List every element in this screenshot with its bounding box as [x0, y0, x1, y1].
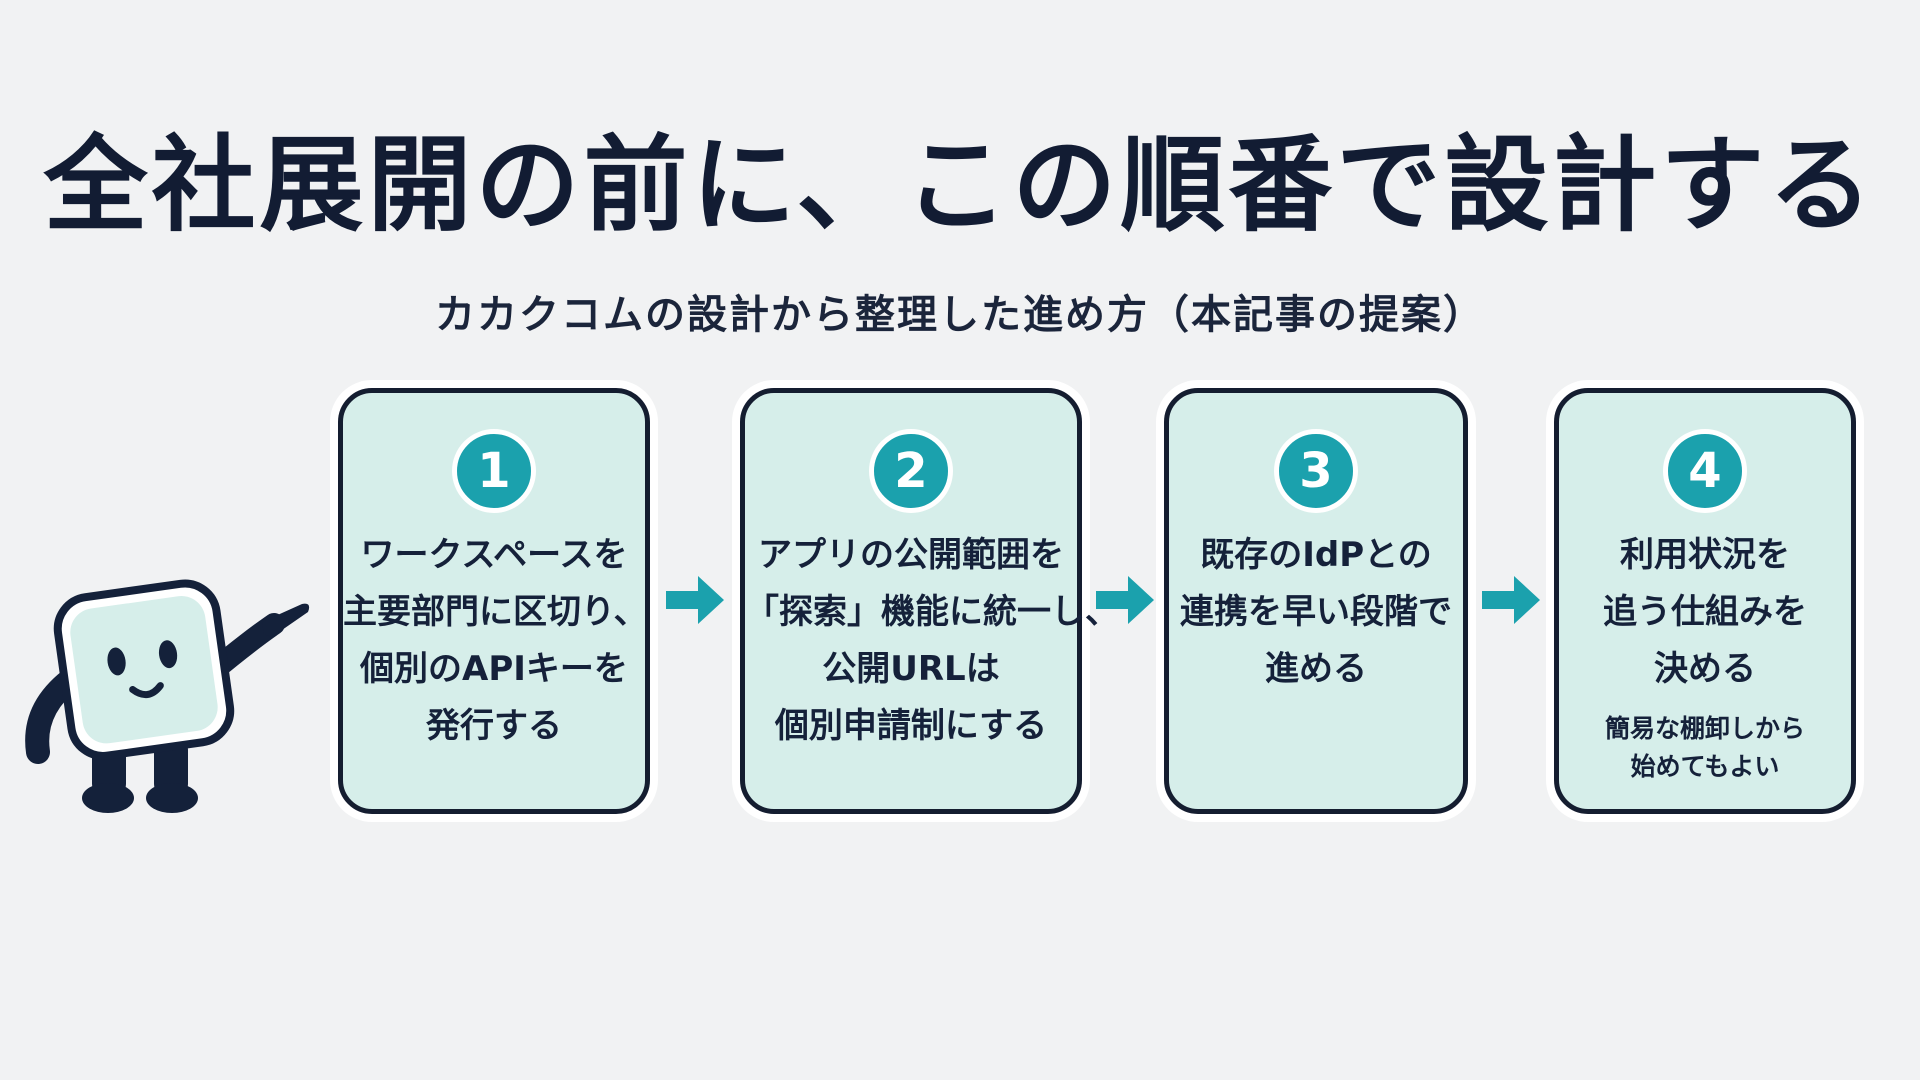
- step-card-2: 2 アプリの公開範囲を 「探索」機能に統一し、 公開URLは 個別申請制にする: [740, 388, 1119, 814]
- step-line: 利用状況を: [1620, 535, 1790, 575]
- step-line: 個別申請制にする: [774, 706, 1048, 746]
- mascot-mouth: [129, 682, 164, 699]
- mascot-left-eye: [107, 647, 126, 676]
- step-number-badge: 2: [869, 429, 953, 513]
- right-arrow-icon: [1482, 576, 1540, 624]
- mascot-pointing-hand: [262, 603, 310, 637]
- step-note-line: 始めてもよい: [1630, 752, 1780, 781]
- step-note: 簡易な棚卸しから 始めてもよい: [1559, 710, 1851, 786]
- step-line: 進める: [1265, 649, 1367, 689]
- step-note-line: 簡易な棚卸しから: [1604, 714, 1805, 743]
- step-line: ワークスペースを: [360, 535, 628, 575]
- step-line: 追う仕組みを: [1603, 592, 1807, 632]
- step-line: 決める: [1654, 649, 1756, 689]
- mascot-right-eye: [158, 640, 178, 669]
- step-number-badge: 3: [1274, 429, 1358, 513]
- right-arrow-icon: [1096, 576, 1154, 624]
- step-line: 「探索」機能に統一し、: [745, 592, 1119, 632]
- step-line: 既存のIdPとの: [1200, 535, 1432, 575]
- mascot-left-foot: [82, 783, 134, 813]
- step-line: 主要部門に区切り、: [343, 592, 648, 632]
- step-line: 連携を早い段階で: [1180, 592, 1452, 632]
- mascot-body: [70, 596, 218, 744]
- page-subtitle: カカクコムの設計から整理した進め方（本記事の提案）: [435, 292, 1485, 338]
- step-card-1: 1 ワークスペースを 主要部門に区切り、 個別のAPIキーを 発行する: [338, 388, 650, 814]
- page-title: 全社展開の前に、この順番で設計する: [43, 124, 1877, 246]
- step-card-4: 4 利用状況を 追う仕組みを 決める 簡易な棚卸しから 始めてもよい: [1554, 388, 1856, 814]
- step-line: 公開URLは: [822, 649, 1000, 689]
- mascot-icon: [25, 579, 310, 813]
- step-line: 発行する: [426, 706, 562, 746]
- step-line: アプリの公開範囲を: [758, 535, 1064, 575]
- step-number-badge: 1: [452, 429, 536, 513]
- mascot-right-foot: [146, 783, 198, 813]
- right-arrow-icon: [666, 576, 724, 624]
- step-card-3: 3 既存のIdPとの 連携を早い段階で 進める: [1164, 388, 1468, 814]
- step-line: 個別のAPIキーを: [360, 649, 628, 689]
- step-number-badge: 4: [1663, 429, 1747, 513]
